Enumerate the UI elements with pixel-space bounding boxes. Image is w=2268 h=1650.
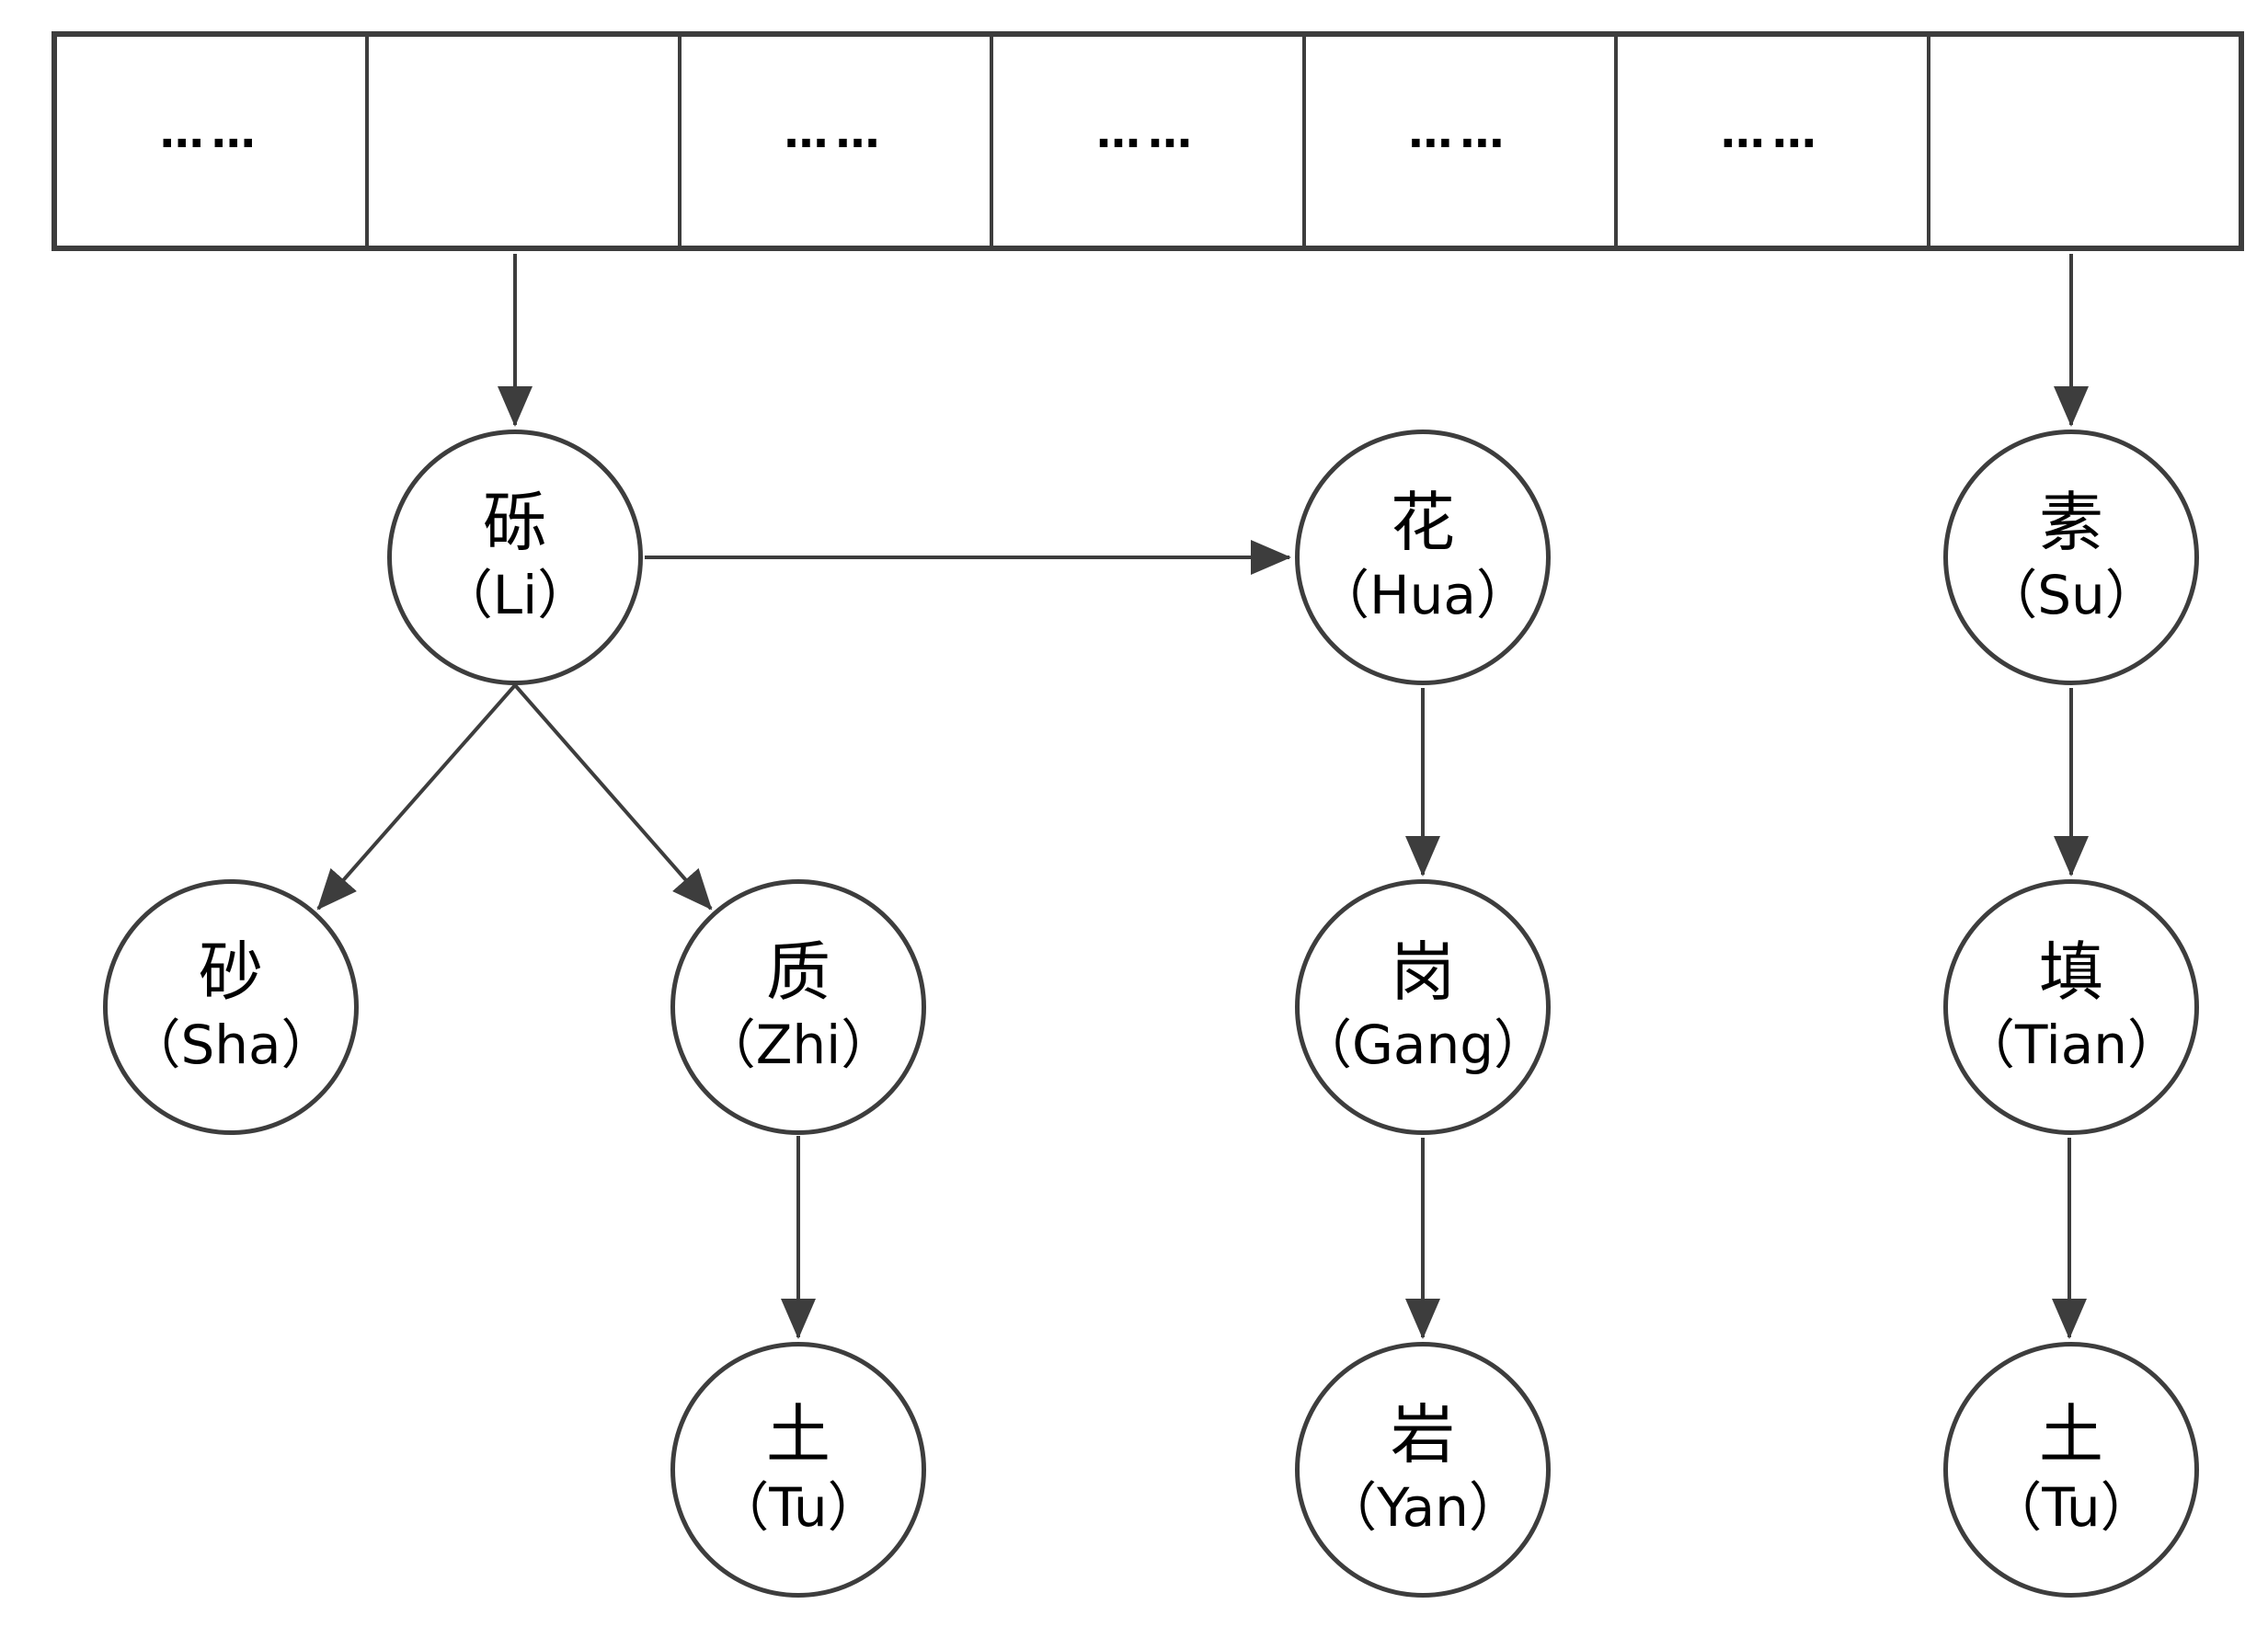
node-hanzi: 土 bbox=[766, 1397, 830, 1472]
node-pinyin: （Li） bbox=[439, 564, 591, 626]
array-cell-dots: …… bbox=[784, 106, 888, 158]
node-hanzi: 砂 bbox=[199, 934, 263, 1010]
node-hanzi: 岩 bbox=[1391, 1397, 1455, 1472]
node-hanzi: 岗 bbox=[1391, 934, 1455, 1010]
node-pinyin: （Gang） bbox=[1298, 1014, 1548, 1076]
node-tu-left: 土 （Tu） bbox=[670, 1342, 926, 1598]
node-hanzi: 填 bbox=[2039, 934, 2103, 1010]
array-cell-1: …… bbox=[57, 37, 370, 246]
edge-li-zhi bbox=[513, 683, 713, 911]
array-cell-6: …… bbox=[1618, 37, 1930, 246]
node-pinyin: （Yan） bbox=[1323, 1476, 1522, 1539]
node-tu-right: 土 （Tu） bbox=[1943, 1342, 2199, 1598]
array-cell-3: …… bbox=[682, 37, 994, 246]
node-pinyin: （Tu） bbox=[716, 1476, 881, 1539]
node-pinyin: （Hua） bbox=[1316, 564, 1529, 626]
array-cell-7 bbox=[1930, 37, 2239, 246]
array-cell-5: …… bbox=[1306, 37, 1619, 246]
node-pinyin: （Tian） bbox=[1961, 1014, 2182, 1076]
node-pinyin: （Su） bbox=[1984, 564, 2159, 626]
node-hanzi: 质 bbox=[766, 934, 830, 1010]
node-pinyin: （Tu） bbox=[1988, 1476, 2154, 1539]
node-gang: 岗 （Gang） bbox=[1295, 879, 1551, 1135]
node-hanzi: 土 bbox=[2039, 1397, 2103, 1472]
node-hua: 花 （Hua） bbox=[1295, 430, 1551, 685]
hash-array: …… …… …… …… …… bbox=[52, 31, 2244, 251]
node-li: 砾 （Li） bbox=[387, 430, 643, 685]
array-cell-dots: …… bbox=[1408, 106, 1512, 158]
array-cell-4: …… bbox=[993, 37, 1306, 246]
array-cell-dots: …… bbox=[1720, 106, 1824, 158]
node-yan: 岩 （Yan） bbox=[1295, 1342, 1551, 1598]
node-su: 素 （Su） bbox=[1943, 430, 2199, 685]
node-hanzi: 砾 bbox=[483, 485, 547, 560]
node-pinyin: （Zhi） bbox=[702, 1014, 895, 1076]
node-tian: 填 （Tian） bbox=[1943, 879, 2199, 1135]
array-cell-dots: …… bbox=[1095, 106, 1199, 158]
node-sha: 砂 （Sha） bbox=[103, 879, 359, 1135]
node-zhi: 质 （Zhi） bbox=[670, 879, 926, 1135]
edge-li-sha bbox=[316, 683, 517, 911]
array-cell-2 bbox=[369, 37, 682, 246]
node-hanzi: 素 bbox=[2039, 485, 2103, 560]
array-cell-dots: …… bbox=[159, 106, 263, 158]
node-pinyin: （Sha） bbox=[127, 1014, 335, 1076]
node-hanzi: 花 bbox=[1391, 485, 1455, 560]
